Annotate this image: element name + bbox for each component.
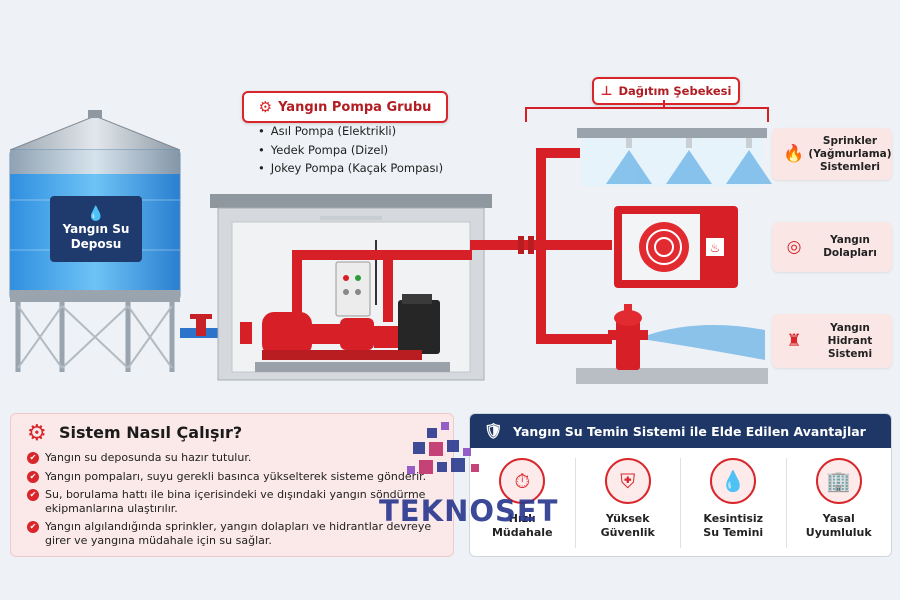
- list-item: ✔Yangın su deposunda su hazır tutulur.: [27, 451, 447, 465]
- tank-label-line2: Deposu: [70, 237, 122, 251]
- advantages-title: Yangın Su Temin Sistemi ile Elde Edilen …: [513, 423, 866, 439]
- list-item: Asıl Pompa (Elektrikli): [258, 122, 443, 141]
- list-item: ✔Yangın pompaları, suyu gerekli basınca …: [27, 470, 447, 484]
- distribution-title-text: Dağıtım Şebekesi: [618, 84, 732, 98]
- shield-icon: ⛨: [604, 458, 651, 504]
- output-sprinkler: 🔥 Sprinkler(Yağmurlama)Sistemleri: [772, 128, 892, 180]
- list-item: ✔Yangın algılandığında sprinkler, yangın…: [27, 520, 447, 547]
- svg-text:♨: ♨: [710, 241, 721, 255]
- gear-icon: ⚙: [258, 98, 273, 116]
- hose-reel-icon: ◎: [786, 237, 802, 257]
- pump-list: Asıl Pompa (Elektrikli) Yedek Pompa (Diz…: [258, 122, 443, 178]
- check-icon: ✔: [27, 521, 39, 533]
- hydrant-icon: ♜: [786, 331, 802, 351]
- gear-icon: ⚙: [27, 421, 47, 446]
- shield-check-icon: 🛡: [484, 422, 504, 440]
- output-label: Sprinkler(Yağmurlama)Sistemleri: [808, 134, 892, 173]
- building-icon: 🏢: [815, 458, 862, 504]
- flame-icon: 🔥: [783, 144, 805, 164]
- how-it-works-card: ⚙ Sistem Nasıl Çalışır? ✔Yangın su depos…: [10, 413, 454, 557]
- distribution-title: ⊥ Dağıtım Şebekesi: [592, 77, 740, 105]
- network-icon: ⊥: [600, 83, 613, 99]
- stopwatch-icon: ⏱: [499, 458, 546, 504]
- check-icon: ✔: [27, 489, 39, 501]
- watermark-logo-graphic: [407, 422, 479, 474]
- list-item: ✔Su, borulama hattı ile bina içerisindek…: [27, 488, 447, 515]
- pump-group-title: ⚙ Yangın Pompa Grubu: [242, 91, 448, 123]
- drop-icon: 💧: [710, 458, 757, 504]
- fire-hydrant: [576, 304, 768, 384]
- system-illustration: ♨: [9, 110, 772, 384]
- how-it-works-title: Sistem Nasıl Çalışır?: [59, 423, 243, 442]
- sprinkler-ceiling: [577, 128, 772, 186]
- distribution-bracket: [525, 100, 769, 122]
- suction-pipe: [180, 328, 250, 338]
- watermark-brand: TEKNOSET: [379, 494, 559, 528]
- water-drop-icon: 💧: [87, 206, 105, 222]
- steps-list: ✔Yangın su deposunda su hazır tutulur. ✔…: [27, 451, 447, 552]
- list-item: Yedek Pompa (Dizel): [258, 141, 443, 160]
- water-tank: [9, 110, 181, 372]
- advantages-header: 🛡 Yangın Su Temin Sistemi ile Elde Edile…: [470, 414, 891, 448]
- check-icon: ✔: [27, 452, 39, 464]
- hose-cabinet: ♨: [614, 206, 738, 288]
- check-icon: ✔: [27, 470, 39, 483]
- pump-house: [210, 194, 492, 381]
- distribution-pipes: [470, 148, 612, 344]
- list-item: Jokey Pompa (Kaçak Pompası): [258, 159, 443, 178]
- tank-label: 💧 Yangın Su Deposu: [50, 196, 142, 262]
- advantages-card: 🛡 Yangın Su Temin Sistemi ile Elde Edile…: [469, 413, 892, 557]
- tank-label-line1: Yangın Su: [62, 222, 130, 236]
- pump-group-title-text: Yangın Pompa Grubu: [278, 99, 432, 115]
